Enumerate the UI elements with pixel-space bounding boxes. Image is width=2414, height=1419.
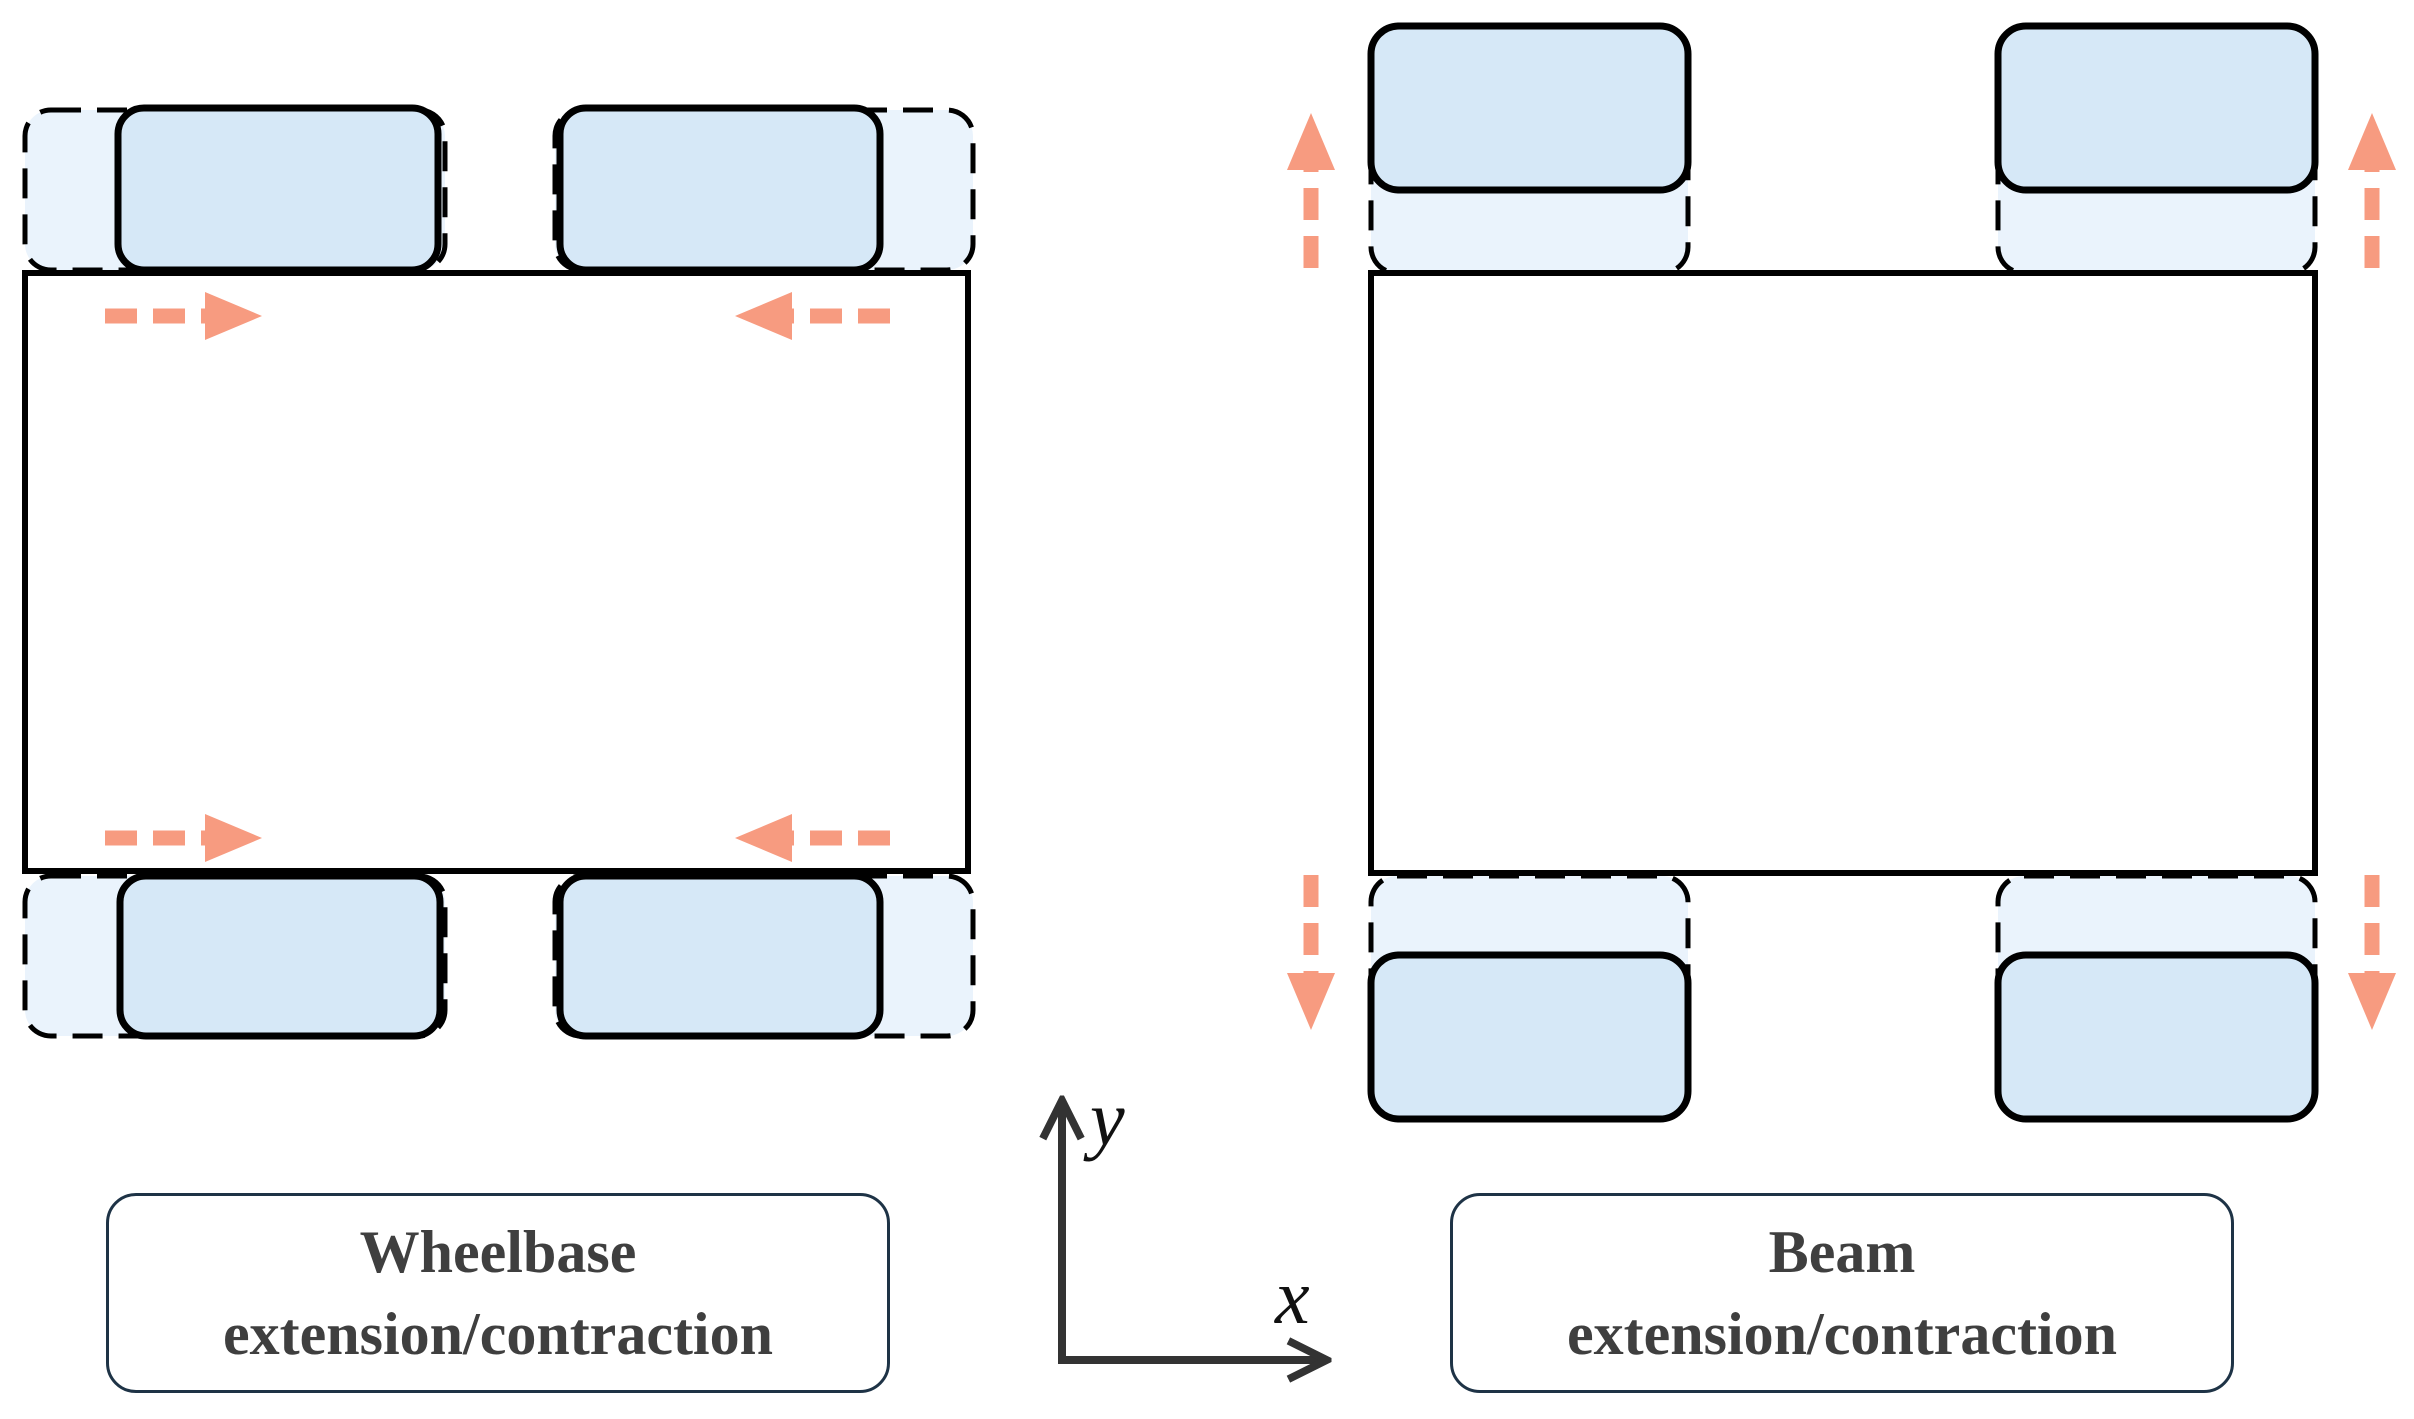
arrow-down-left [1287, 875, 1335, 1030]
beam-diagram [1287, 22, 2396, 1123]
arrow-up-right [2348, 113, 2396, 268]
wheelbase-label-line1: Wheelbase [359, 1219, 637, 1285]
wheel-rear-left [116, 872, 444, 1040]
wheel-front-right [1994, 22, 2319, 194]
wheel-front-left [114, 104, 442, 274]
wheel-rear-right [1994, 951, 2319, 1123]
x-axis-label: x [1275, 1253, 1310, 1340]
arrow-right-top [105, 292, 262, 340]
beam-label-line1: Beam [1768, 1219, 1916, 1285]
wheelbase-diagram [22, 104, 976, 1040]
wheelbase-label-line2: extension/contraction [223, 1301, 773, 1367]
arrow-down-right [2348, 875, 2396, 1030]
wheel-rear-left [1367, 951, 1692, 1123]
y-axis-label: y [1090, 1075, 1125, 1162]
arrow-left-top [735, 292, 890, 340]
wheel-rear-right [556, 872, 884, 1040]
chassis-body [22, 270, 971, 874]
wheel-front-left [1367, 22, 1692, 194]
arrow-left-bottom [735, 814, 890, 862]
beam-label: Beam extension/contraction [1450, 1193, 2234, 1393]
coordinate-axes [1058, 1105, 1322, 1360]
wheelbase-label: Wheelbase extension/contraction [106, 1193, 890, 1393]
arrow-right-bottom [105, 814, 262, 862]
wheel-front-right [556, 104, 884, 274]
beam-label-line2: extension/contraction [1567, 1301, 2117, 1367]
arrow-up-left [1287, 113, 1335, 268]
chassis-body [1368, 270, 2318, 876]
